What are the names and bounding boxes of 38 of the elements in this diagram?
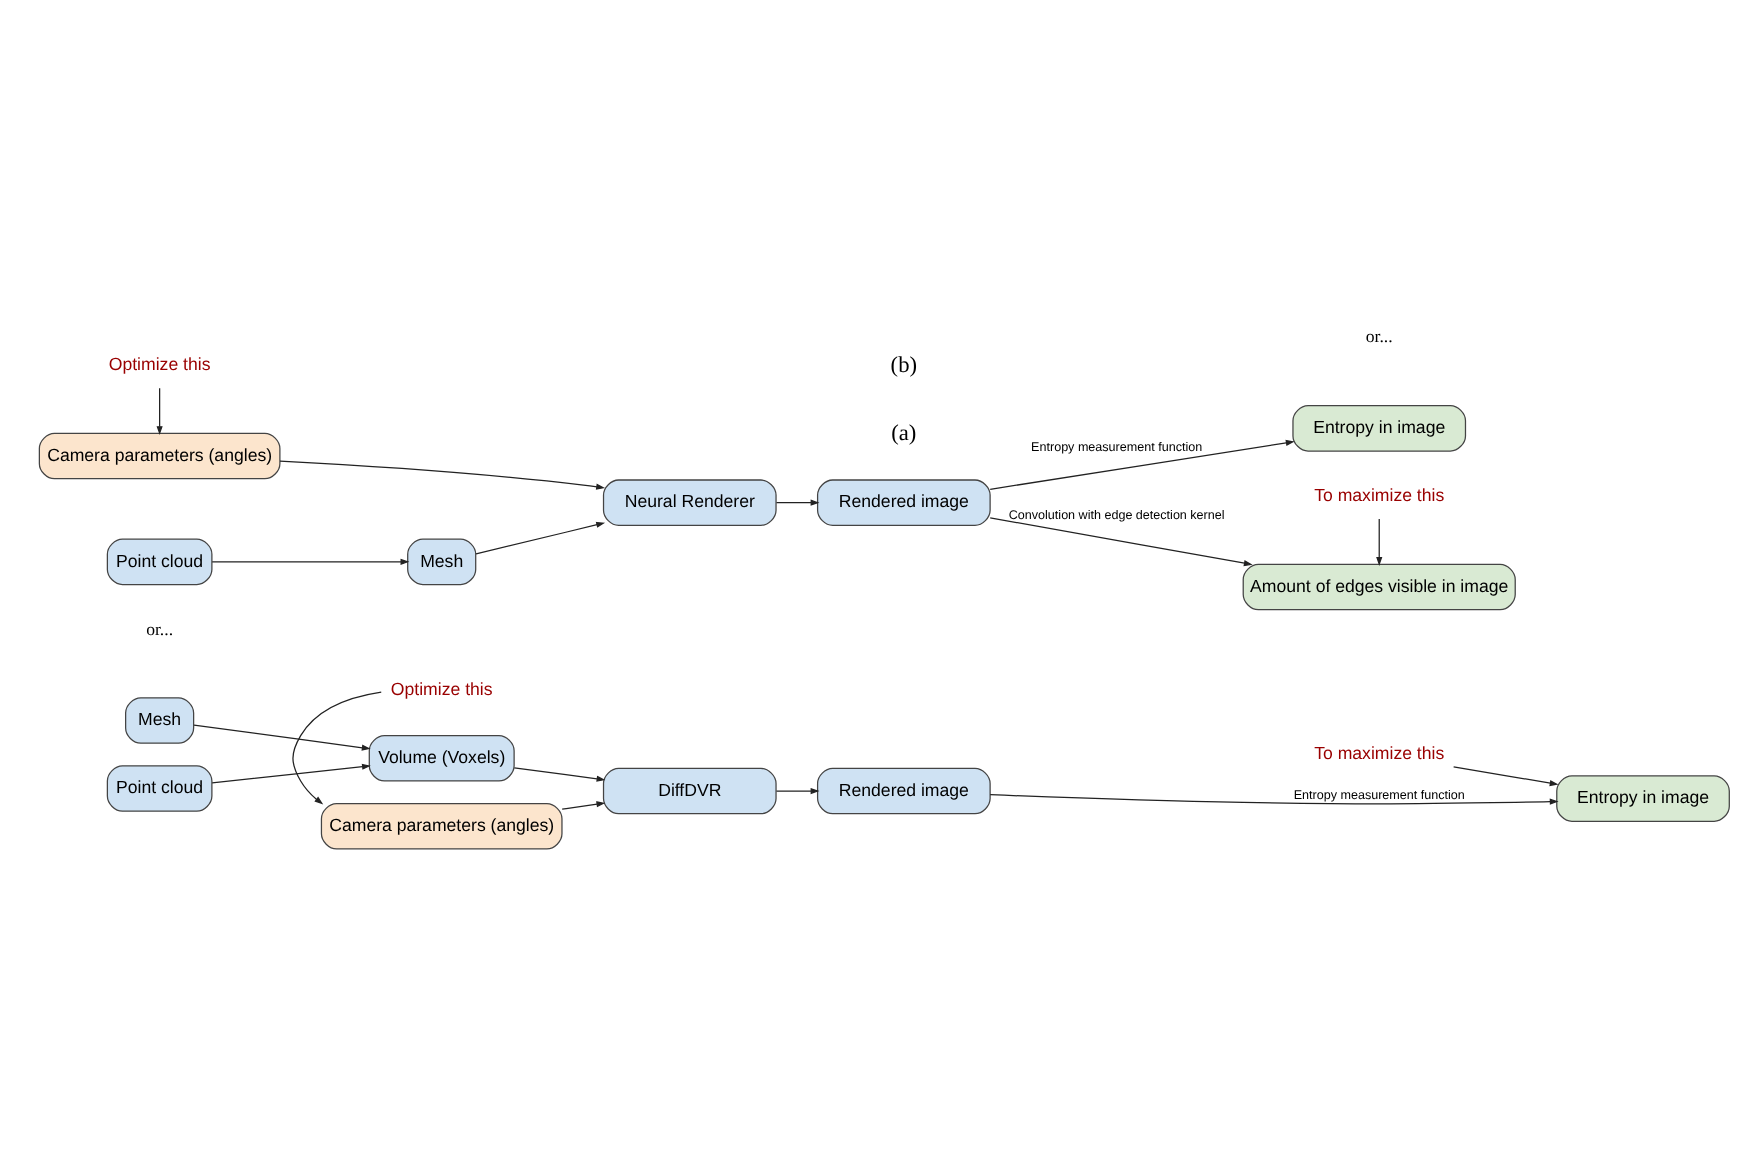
node-box: Mesh: [407, 537, 477, 585]
node-text: To maximize this: [1314, 742, 1445, 763]
node-box: DiffDVR: [602, 766, 777, 814]
label: (b): [890, 353, 918, 378]
node-text: To maximize this: [1314, 484, 1445, 505]
arrow: [989, 793, 1559, 804]
arrow: [989, 516, 1253, 566]
node-box: Amount of edges visible in image: [1242, 562, 1516, 610]
node-box: Camera parameters (angles): [320, 802, 563, 849]
arrow: [513, 766, 606, 781]
node-box: Rendered image: [816, 766, 991, 814]
arrow: [193, 723, 371, 750]
arrow: [211, 557, 410, 564]
label: or...: [1365, 325, 1393, 346]
node-text: Optimize this: [108, 353, 211, 374]
node-box: Point cloud: [106, 537, 213, 585]
node-box: Entropy in image: [1292, 404, 1467, 451]
node-box: Entropy in image: [1556, 774, 1730, 821]
node-box: Neural Renderer: [602, 478, 777, 525]
arrow: [1453, 765, 1559, 786]
arrow: [211, 762, 371, 783]
node-text: Optimize this: [390, 677, 493, 698]
arrow: [561, 800, 606, 809]
arrow: [292, 690, 382, 804]
node-box: Mesh: [125, 696, 195, 743]
arrow: [279, 459, 605, 489]
arrow: [1376, 517, 1383, 565]
label: (a): [891, 421, 917, 446]
node-box: Volume (Voxels): [368, 734, 515, 781]
arrow: [156, 386, 163, 434]
arrow: [775, 786, 820, 794]
node-box: Rendered image: [816, 478, 991, 525]
arrow: [989, 438, 1295, 489]
node-box: Camera parameters (angles): [38, 431, 281, 479]
node-box: Point cloud: [106, 764, 213, 811]
arrow: [775, 498, 820, 505]
arrow: [475, 520, 606, 554]
label: or...: [146, 617, 174, 638]
